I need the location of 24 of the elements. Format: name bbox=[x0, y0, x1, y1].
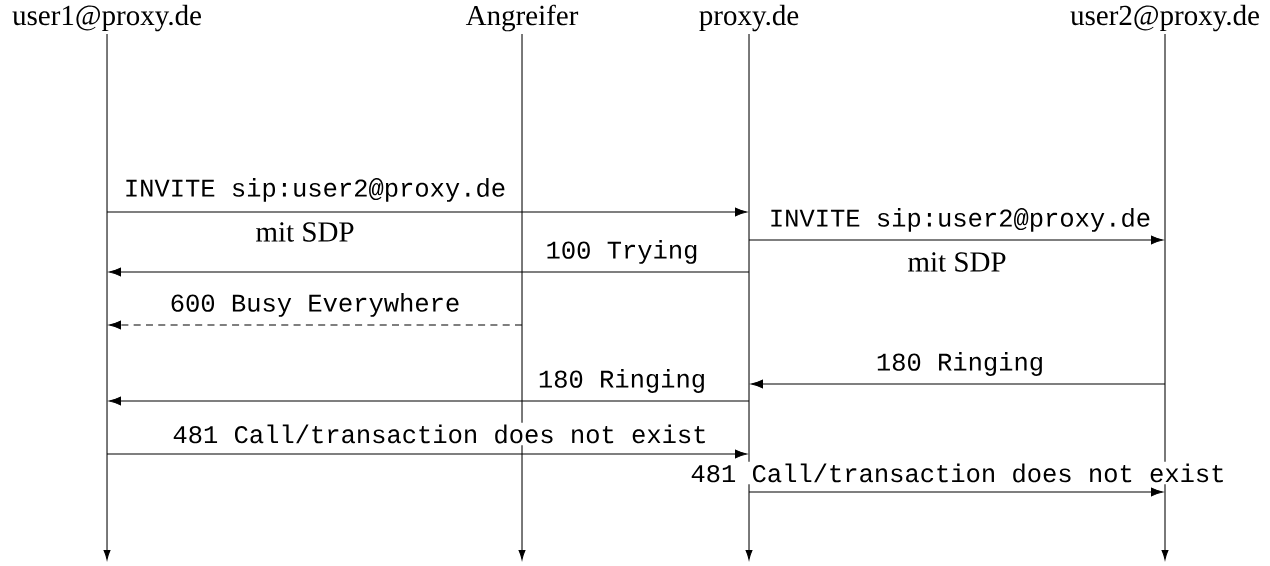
participant-label: Angreifer bbox=[465, 4, 579, 32]
edge-label: 600 Busy Everywhere bbox=[168, 291, 463, 319]
participant-label: user2@proxy.de bbox=[1070, 4, 1259, 32]
message-arrow bbox=[106, 449, 748, 459]
edge-label: INVITE sip:user2@proxy.de bbox=[767, 206, 1153, 234]
message-note: mit SDP bbox=[256, 222, 354, 242]
edge-label: 481 Call/transaction does not exist bbox=[170, 422, 710, 446]
message-arrow bbox=[106, 207, 748, 217]
edge-label: 180 Ringing bbox=[874, 350, 1046, 378]
message-note: mit SDP bbox=[908, 252, 1006, 272]
message-arrow bbox=[748, 235, 1164, 245]
lifeline-arrow bbox=[103, 33, 111, 560]
edge-label: 180 Ringing bbox=[536, 367, 708, 395]
edge-label: 481 Call/transaction does not exist bbox=[688, 461, 1228, 485]
edge-label: INVITE sip:user2@proxy.de bbox=[122, 176, 508, 204]
participant-label: user1@proxy.de bbox=[12, 4, 201, 32]
message-arrow bbox=[750, 379, 1166, 389]
edge-label: 100 Trying bbox=[543, 238, 701, 266]
message-arrow bbox=[748, 487, 1164, 497]
message-arrow bbox=[108, 396, 750, 406]
message-arrow bbox=[108, 267, 750, 277]
message-arrow bbox=[108, 320, 523, 330]
lifeline-arrow bbox=[745, 33, 753, 560]
participant-label: proxy.de bbox=[699, 4, 799, 32]
